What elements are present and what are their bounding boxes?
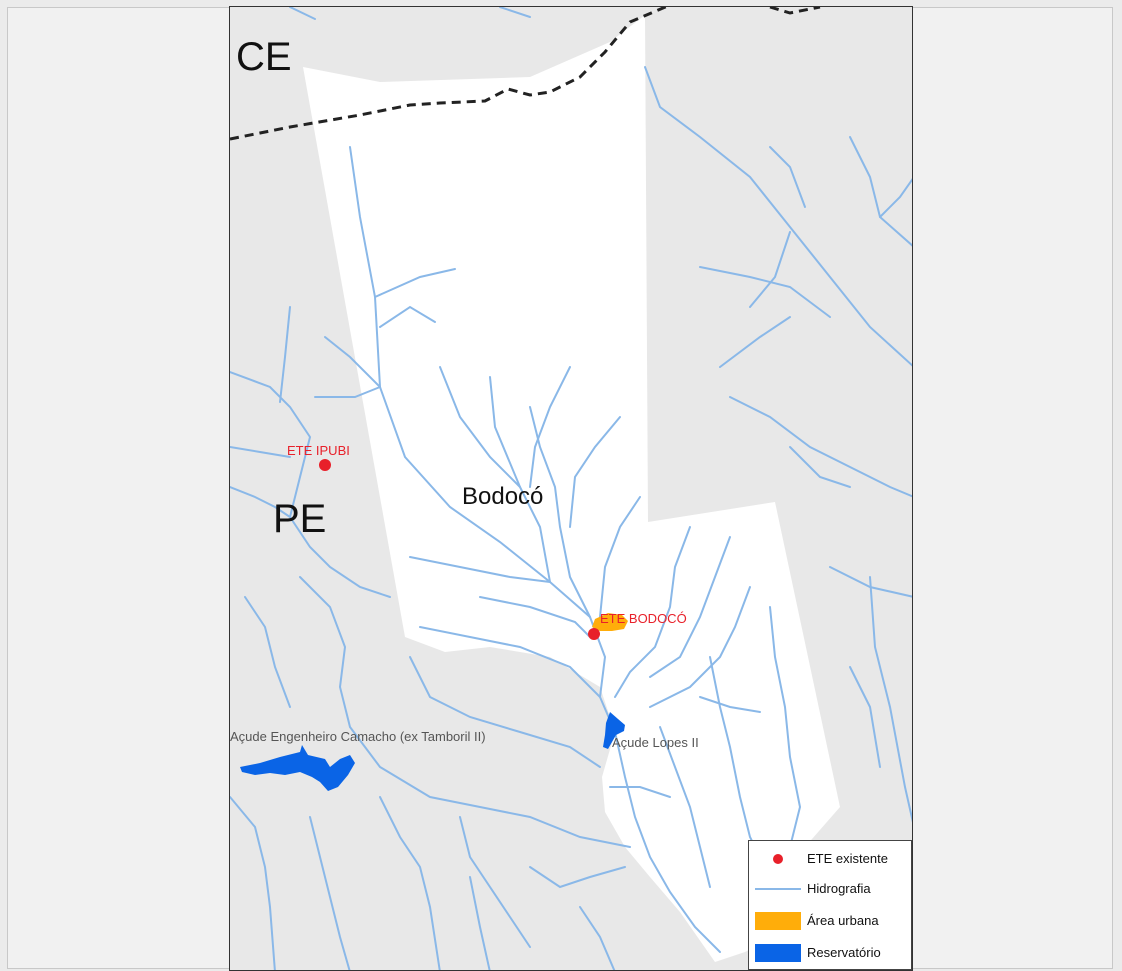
legend-item-hidrografia: Hidrografia bbox=[749, 875, 911, 903]
legend-orange-fill-icon bbox=[755, 912, 801, 930]
legend-item-area-urbana: Área urbana bbox=[749, 907, 911, 935]
ete-label-bodoco: ETE BODOCÓ bbox=[600, 611, 687, 626]
ete-label-ipubi: ETE IPUBI bbox=[287, 443, 350, 458]
legend-blue-line-icon bbox=[755, 888, 801, 890]
reservoir-lopes-ii bbox=[603, 712, 625, 749]
map-svg bbox=[230, 7, 912, 970]
state-border-line-2 bbox=[769, 7, 821, 15]
legend-item-ete: ETE existente bbox=[749, 845, 911, 873]
state-label-pe: PE bbox=[273, 497, 327, 541]
legend-item-reservatorio: Reservatório bbox=[749, 939, 911, 967]
legend-blue-fill-icon bbox=[755, 944, 801, 962]
reservoir-engenheiro-camacho bbox=[240, 745, 355, 791]
reservoir-label-lopes: Açude Lopes II bbox=[612, 735, 699, 750]
legend-red-dot-icon bbox=[773, 854, 783, 864]
map-legend: ETE existente Hidrografia Área urbana Re… bbox=[748, 840, 912, 970]
ete-point-bodoco bbox=[588, 628, 600, 640]
municipality-label: Bodocó bbox=[462, 483, 544, 510]
urban-area-bodoco bbox=[592, 613, 628, 631]
state-label-ce: CE bbox=[236, 35, 292, 79]
ete-point-ipubi bbox=[319, 459, 331, 471]
municipality-bodoco-area bbox=[303, 15, 840, 962]
state-border-line bbox=[230, 7, 670, 141]
reservoir-label-camacho: Açude Engenheiro Camacho (ex Tamboril II… bbox=[230, 729, 486, 744]
map-canvas: CE PE Bodocó ETE IPUBI ETE BODOCÓ Açude … bbox=[229, 6, 913, 971]
